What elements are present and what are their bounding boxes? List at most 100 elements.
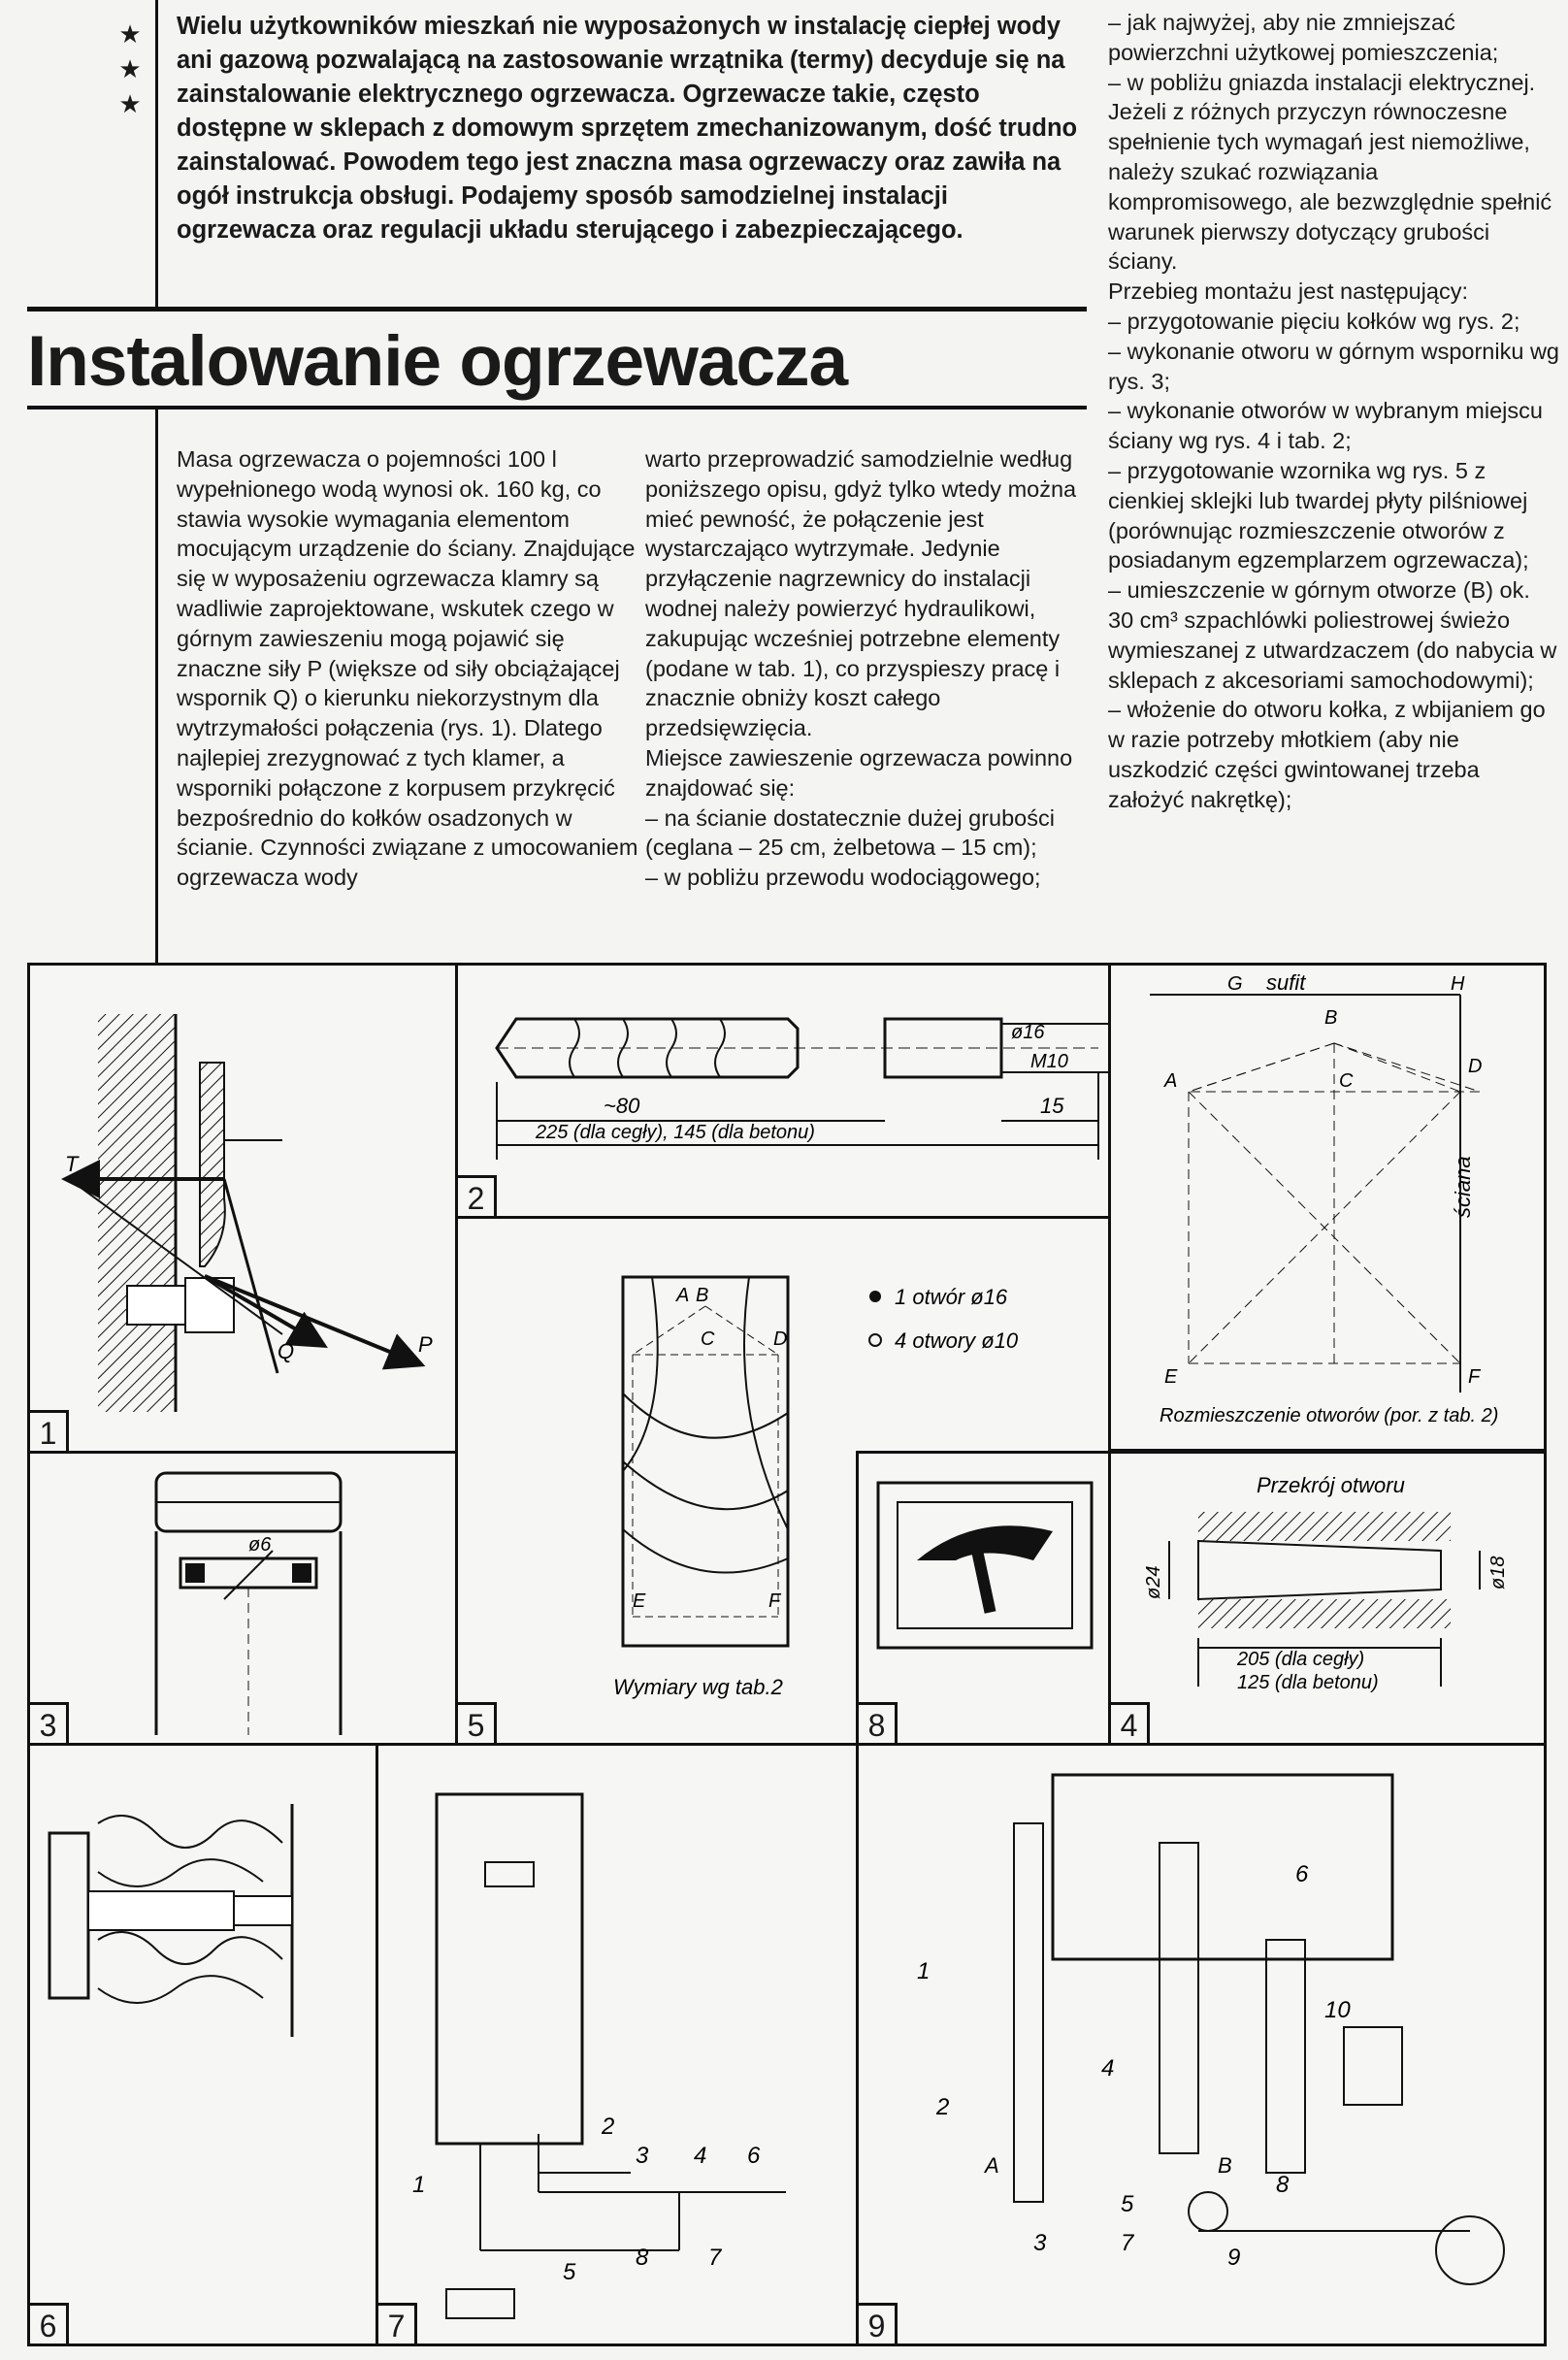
hammer-inset-drawing [876,1481,1094,1650]
article-title: Instalowanie ogrzewacza [27,322,848,401]
body-column-3: – jak najwyżej, aby nie zmniejszać powie… [1108,8,1559,815]
body-divider [155,408,158,966]
paragraph: – w pobliżu przewodu wodociągowego; [645,865,1041,891]
callout-7: 7 [708,2245,723,2271]
left-divider [155,0,158,311]
label-c: C [701,1328,715,1350]
figure-number: 9 [859,2303,898,2344]
label-b: B [696,1285,708,1306]
figure-number: 1 [30,1410,69,1451]
figure-3: ø6 3 [27,1451,458,1746]
label-a: A [1163,1070,1177,1092]
callout-4: 4 [694,2143,706,2169]
callout-5: 5 [1121,2191,1134,2217]
star-icon: ★ [118,55,142,84]
paragraph: – wykonanie otworów w wybranym miejscu ś… [1108,398,1543,454]
label-b: B [1324,1007,1337,1029]
paragraph: – przygotowanie wzornika wg rys. 5 z cie… [1108,457,1529,574]
paragraph: Masa ogrzewacza o pojemności 100 l wypeł… [177,446,638,891]
callout-2: 2 [601,2114,614,2140]
paragraph: Jeżeli z różnych przyczyn równoczesne sp… [1108,99,1552,275]
legend-small-holes: 4 otwory ø10 [895,1328,1019,1353]
label-80: ~80 [604,1094,640,1118]
hole-section-drawing: Przekrój otworu ø24 ø18 205 (dla cegły) … [1143,1473,1509,1693]
label-a: A [675,1285,689,1306]
label-h: H [1451,973,1465,995]
template-caption: Wymiary wg tab.2 [613,1675,783,1699]
label-b: B [1218,2153,1232,2178]
label-d24: ø24 [1143,1566,1164,1599]
callout-8: 8 [1276,2172,1290,2198]
callout-9: 9 [1227,2245,1240,2271]
label-q: Q [278,1339,294,1363]
label-ceiling: sufit [1266,970,1306,995]
label-d16: ø16 [1011,1022,1045,1043]
figure-number: 3 [30,1702,69,1743]
label-a: A [983,2153,999,2178]
body-column-1: Masa ogrzewacza o pojemności 100 l wypeł… [177,444,638,893]
figure-6: 6 [27,1743,378,2346]
intro-lead: Wielu użytkowników mieszkań nie wyposażo… [177,13,1078,244]
legend-large-hole: 1 otwór ø16 [895,1285,1008,1309]
title-rule-top [27,307,1087,311]
paragraph: – umieszczenie w górnym otworze (B) ok. … [1108,577,1557,693]
callout-2: 2 [935,2094,949,2120]
label-f: F [768,1590,782,1612]
label-f: F [1468,1366,1482,1388]
figure-number: 5 [458,1702,497,1743]
figure-number: 2 [458,1175,497,1216]
dowel-in-wall-drawing [48,1804,294,2037]
figure-8: 8 [856,1451,1111,1746]
figure-1: T Q P 1 [27,963,458,1454]
star-icon: ★ [118,20,142,49]
label-d6: ø6 [248,1534,272,1556]
section-title: Przekrój otworu [1257,1473,1405,1497]
thermostat-schematic: 1 2 3 4 5 6 7 8 9 10 A B [917,1773,1505,2285]
paragraph: warto przeprowadzić samodzielnie według … [645,446,1077,741]
star-icon: ★ [118,90,142,119]
figure-4: Przekrój otworu ø24 ø18 205 (dla cegły) … [1108,1451,1547,1746]
label-brick-depth: 205 (dla cegły) [1236,1649,1364,1670]
paragraph: Przebieg montażu jest następujący: [1108,279,1468,305]
layout-caption: Rozmieszczenie otworów (por. z tab. 2) [1160,1405,1498,1426]
top-bracket-drawing: ø6 [154,1471,343,1735]
paragraph: – na ścianie dostatecznie dużej grubości… [645,804,1055,861]
callout-6: 6 [1295,1861,1309,1887]
paragraph: – w pobliżu gniazda instalacji elektrycz… [1108,69,1536,95]
hole-layout-drawing: G sufit H ściana B A C D E F Rozmieszcze… [1150,970,1498,1426]
label-e: E [633,1590,646,1612]
figure-2: ø16 M10 ~80 15 225 (dla cegły), 145 (dla… [455,963,1128,1219]
label-d: D [773,1328,787,1350]
callout-6: 6 [747,2143,761,2169]
figure-number: 4 [1111,1702,1150,1743]
paragraph: – włożenie do otworu kołka, z wbijaniem … [1108,697,1546,812]
paragraph: – wykonanie otworu w górnym wsporniku wg… [1108,338,1559,394]
label-m10: M10 [1030,1051,1068,1072]
dowel-drawing: ø16 M10 ~80 15 225 (dla cegły), 145 (dla… [495,1017,1128,1160]
star-bullets: ★ ★ ★ [101,17,159,122]
callout-5: 5 [563,2259,576,2285]
paragraph: – jak najwyżej, aby nie zmniejszać powie… [1108,10,1499,65]
title-rule-bottom [27,406,1087,410]
callout-8: 8 [636,2245,649,2271]
figure-9: 1 2 3 4 5 6 7 8 9 10 A B 9 [856,1743,1547,2346]
paragraph: – przygotowanie pięciu kołków wg rys. 2; [1108,308,1520,334]
figure-number: 6 [30,2303,69,2344]
bracket-force-diagram: T Q P [61,1014,433,1412]
label-c: C [1339,1070,1354,1092]
water-connection-drawing: 1 2 3 4 5 6 7 8 [412,1792,786,2319]
label-15: 15 [1040,1094,1064,1118]
label-g: G [1227,973,1243,995]
paragraph: Miejsce zawieszenie ogrzewacza powinno z… [645,744,1073,801]
figure-7: 1 2 3 4 5 6 7 8 7 [376,1743,859,2346]
label-length: 225 (dla cegły), 145 (dla betonu) [535,1122,815,1143]
figure-number: 8 [859,1702,898,1743]
figure-number: 7 [378,2303,417,2344]
body-column-2: warto przeprowadzić samodzielnie według … [645,444,1087,893]
label-t: T [65,1152,80,1176]
label-wall: ściana [1451,1156,1475,1218]
template-drawing: A B C D E F 1 otwór ø16 4 otwory ø10 Wym… [613,1275,1019,1699]
callout-7: 7 [1121,2230,1135,2256]
callout-10: 10 [1324,1997,1351,2023]
label-p: P [418,1332,433,1357]
